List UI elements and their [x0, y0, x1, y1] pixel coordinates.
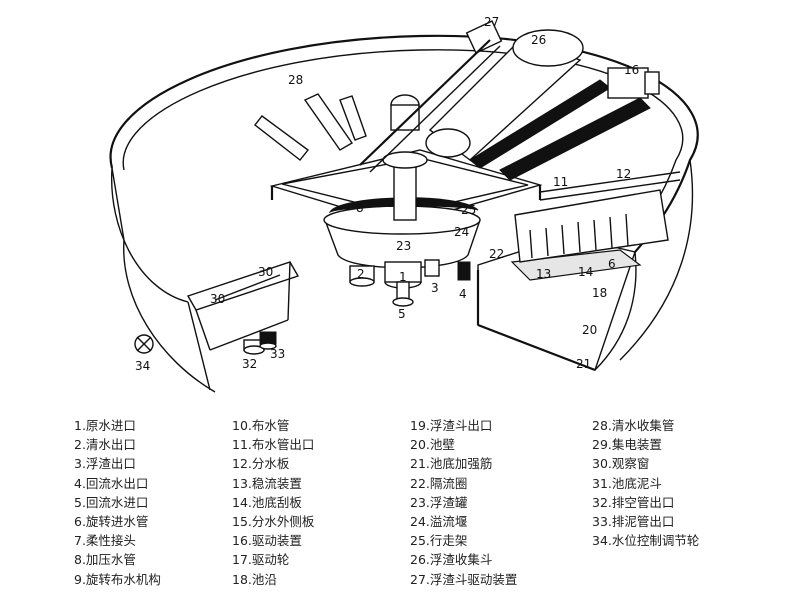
legend-item: 30.观察窗 [592, 456, 650, 472]
drain-pipes [243, 331, 277, 355]
legend-item: 25.行走架 [410, 533, 468, 549]
callout-12: 12 [616, 167, 631, 181]
legend-item: 29.集电装置 [592, 437, 662, 453]
wall-section-20 [477, 323, 596, 372]
callout-21: 21 [576, 357, 591, 371]
legend-item: 28.清水收集管 [592, 418, 675, 433]
legend-item: 6.旋转进水管 [74, 514, 149, 530]
callout-26: 26 [531, 33, 546, 47]
legend-item: 7.柔性接头 [74, 533, 136, 549]
level-control-wheel [134, 334, 154, 354]
legend-item: 32.排空管出口 [592, 494, 675, 510]
callout-3: 3 [431, 281, 439, 295]
callout-34: 34 [135, 359, 150, 373]
inlet-pipes [254, 93, 367, 161]
legend-item: 24.溢流堰 [410, 514, 468, 530]
callout-27: 27 [484, 15, 499, 29]
bottom-outlets [349, 259, 471, 307]
callout-32: 32 [242, 357, 257, 371]
legend-item: 27.浮渣斗驱动装置 [410, 571, 518, 587]
legend-item: 15.分水外侧板 [232, 514, 315, 530]
legend-item: 33.排泥管出口 [592, 514, 675, 530]
tank-wall-right [594, 251, 637, 371]
legend-item: 10.布水管 [232, 418, 290, 433]
legend-item: 3.浮渣出口 [74, 456, 136, 472]
legend-item: 22.隔流圈 [410, 475, 468, 491]
legend: 1.原水进口 2.清水出口 3.浮渣出口 4.回流水出口 5.回流水进口 6.旋… [0, 410, 800, 602]
callout-24: 24 [454, 225, 469, 239]
legend-item: 31.池底泥斗 [592, 475, 662, 491]
callout-5: 5 [398, 307, 406, 321]
callout-labels: 27 26 28 16 11 12 8 25 24 23 22 6 13 14 … [135, 15, 639, 373]
legend-item: 12.分水板 [232, 456, 290, 472]
callout-18: 18 [592, 286, 607, 300]
legend-item: 13.稳流装置 [232, 475, 302, 491]
callout-30a: 30 [258, 265, 273, 279]
callout-23: 23 [396, 239, 411, 253]
drive-unit-16 [499, 67, 660, 181]
legend-item: 1.原水进口 [74, 418, 136, 433]
callout-13: 13 [536, 267, 551, 281]
legend-item: 20.池壁 [410, 437, 455, 453]
legend-item: 8.加压水管 [74, 552, 136, 568]
callout-1: 1 [399, 270, 407, 284]
legend-item: 21.池底加强筋 [410, 456, 493, 472]
legend-column-2: 10.布水管 11.布水管出口 12.分水板 13.稳流装置 14.池底刮板 1… [232, 416, 314, 589]
callout-25: 25 [461, 203, 476, 217]
callout-28: 28 [288, 73, 303, 87]
legend-item: 2.清水出口 [74, 437, 136, 453]
callout-22: 22 [489, 247, 504, 261]
callout-14: 14 [578, 265, 593, 279]
callout-2: 2 [357, 267, 365, 281]
legend-item: 16.驱动装置 [232, 533, 302, 549]
callout-4: 4 [459, 287, 467, 301]
callout-33: 33 [270, 347, 285, 361]
hopper-drive-27 [359, 20, 503, 173]
flotation-tank-diagram: 27 26 28 16 11 12 8 25 24 23 22 6 13 14 … [109, 15, 699, 393]
legend-item: 4.回流水出口 [74, 475, 149, 491]
legend-item: 17.驱动轮 [232, 552, 290, 568]
callout-30b: 30 [210, 292, 225, 306]
legend-item: 23.浮渣罐 [410, 494, 468, 510]
tank-wall-left [110, 167, 189, 303]
legend-item: 19.浮渣斗出口 [410, 418, 493, 433]
legend-item: 9.旋转布水机构 [74, 571, 161, 587]
callout-11: 11 [553, 175, 568, 189]
callout-6: 6 [608, 257, 616, 271]
rotating-distributor [382, 94, 428, 221]
legend-column-3: 19.浮渣斗出口 20.池壁 21.池底加强筋 22.隔流圈 23.浮渣罐 24… [410, 416, 517, 589]
callout-20: 20 [582, 323, 597, 337]
legend-item: 14.池底刮板 [232, 494, 302, 510]
legend-column-4: 28.清水收集管 29.集电装置 30.观察窗 31.池底泥斗 32.排空管出口… [592, 416, 699, 550]
callout-16: 16 [624, 63, 639, 77]
tank-wall-left-base [123, 239, 216, 393]
legend-item: 34.水位控制调节轮 [592, 533, 700, 549]
scum-hopper-26 [425, 29, 611, 169]
legend-item: 11.布水管出口 [232, 437, 315, 453]
legend-column-1: 1.原水进口 2.清水出口 3.浮渣出口 4.回流水出口 5.回流水进口 6.旋… [74, 416, 161, 589]
callout-8: 8 [356, 201, 364, 215]
legend-item: 26.浮渣收集斗 [410, 552, 493, 568]
observation-window [186, 261, 300, 351]
bottom-scraper [510, 249, 642, 281]
distribution-plates [514, 189, 669, 263]
legend-item: 5.回流水进口 [74, 494, 149, 510]
legend-item: 18.池沿 [232, 571, 277, 587]
